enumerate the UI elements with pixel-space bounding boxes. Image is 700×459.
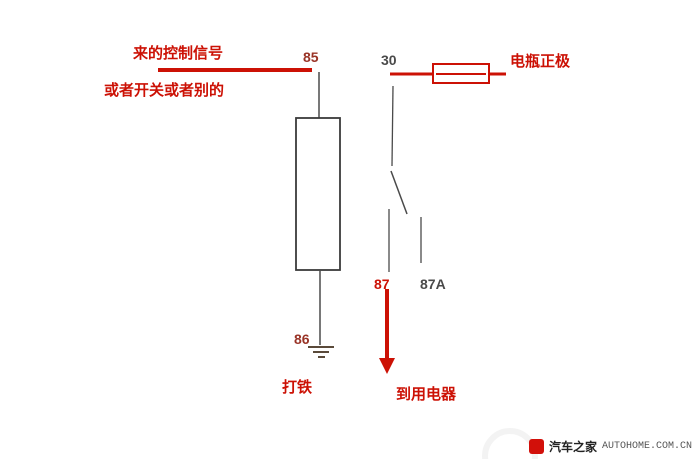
autohome-logo-icon (528, 439, 544, 454)
watermark-brand: 汽车之家 (548, 440, 597, 454)
ground-symbol (308, 346, 334, 358)
pin-87a-label: 87A (420, 276, 446, 292)
pin-86-label: 86 (294, 331, 310, 347)
load-arrow (379, 289, 395, 374)
site-watermark: 汽车之家 AUTOHOME.COM.CN (528, 438, 692, 455)
control-signal-label-line2: 或者开关或者别的 (104, 82, 225, 99)
relay-coil (295, 117, 341, 271)
battery-positive-label: 电瓶正极 (510, 53, 571, 70)
pin-87-label: 87 (374, 276, 390, 292)
control-signal-label-line1: 来的控制信号 (133, 45, 224, 62)
ground-label: 打铁 (282, 379, 313, 396)
pin-30-label: 30 (381, 52, 397, 68)
load-label: 到用电器 (396, 386, 457, 403)
pin-85-label: 85 (303, 49, 319, 65)
switch-blade (390, 170, 408, 215)
watermark-site-url: AUTOHOME.COM.CN (601, 441, 692, 452)
pin30-wire (391, 85, 394, 167)
